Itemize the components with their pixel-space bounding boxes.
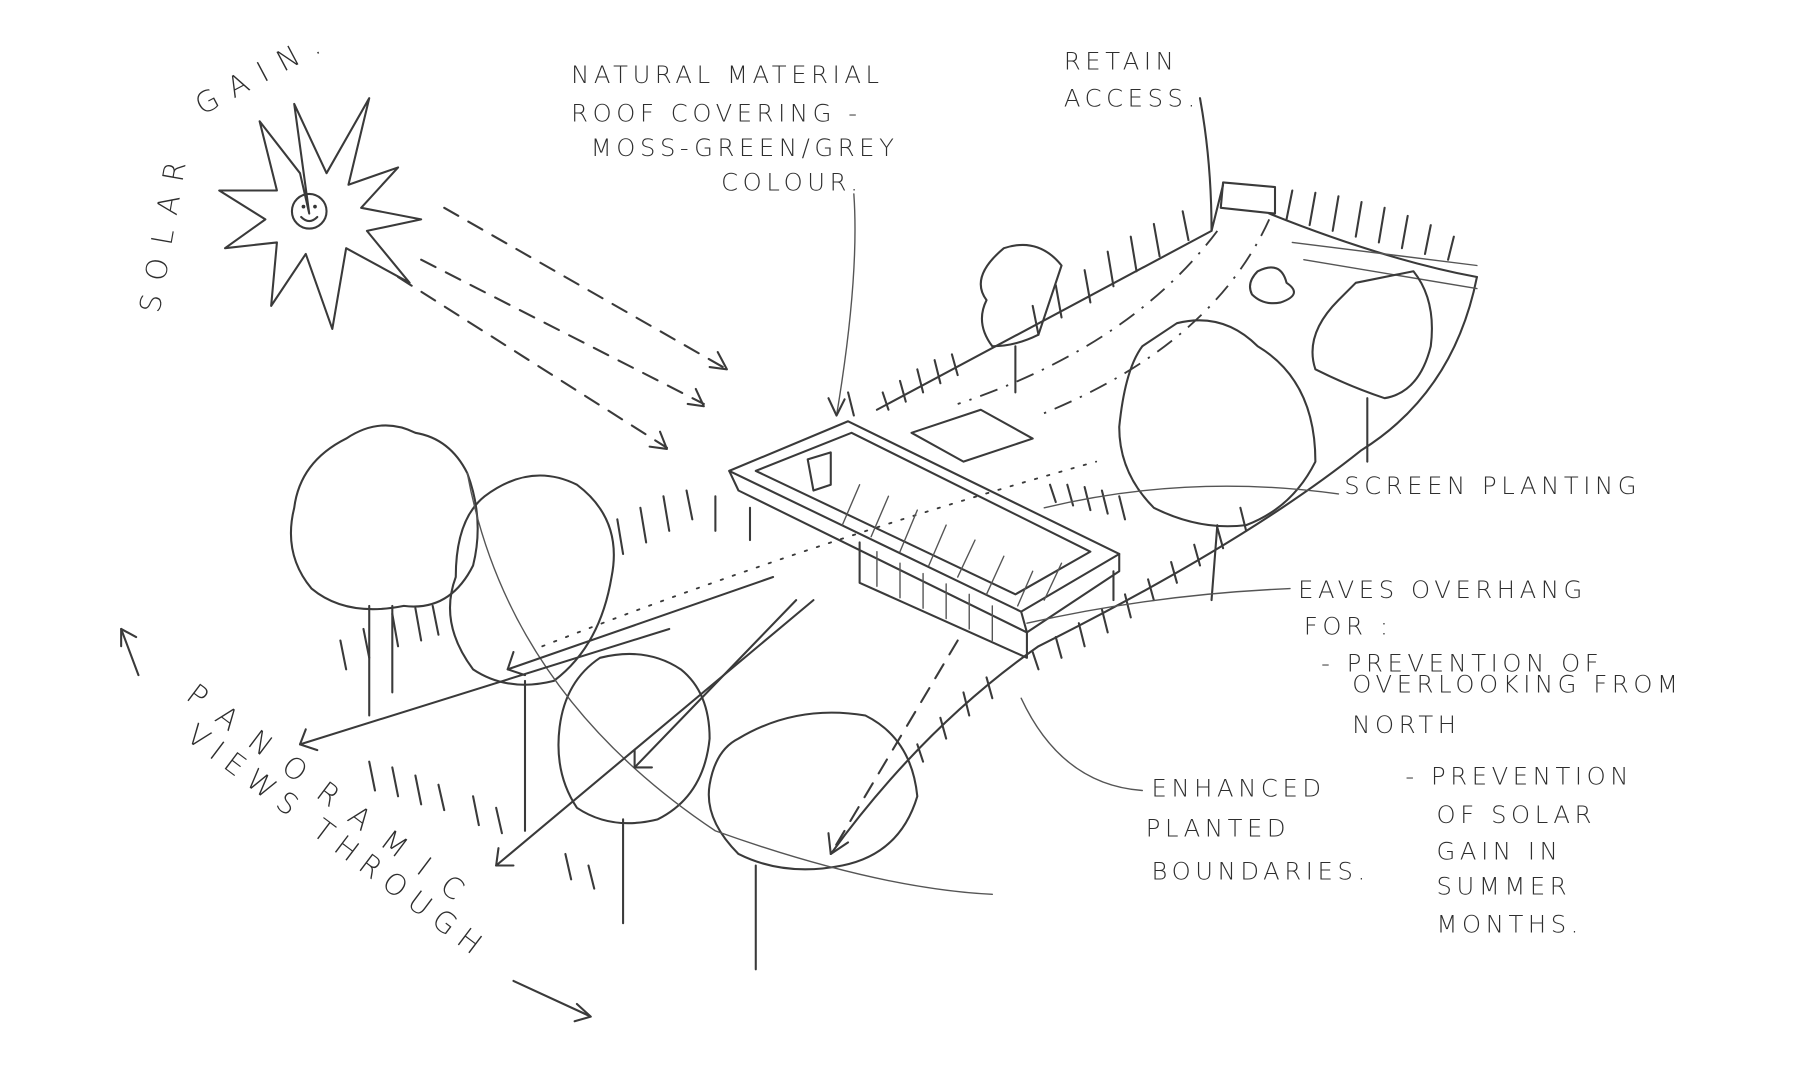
label-solar-prevention-5: MONTHS. bbox=[1437, 910, 1583, 938]
solar-ray-arrows bbox=[397, 206, 728, 450]
label-views-through: VIEWS THROUGH bbox=[180, 717, 496, 967]
label-eaves-4: OVERLOOKING FROM bbox=[1352, 670, 1682, 698]
label-roof-4: COLOUR. bbox=[721, 169, 862, 197]
label-roof-1: NATURAL MATERIAL bbox=[571, 61, 883, 89]
label-gain: GAIN. bbox=[189, 21, 338, 122]
leader-lines bbox=[827, 193, 1340, 792]
label-solar: SOLAR bbox=[133, 145, 195, 315]
label-solar-prevention-1: - PREVENTION bbox=[1405, 763, 1633, 791]
label-boundaries-3: BOUNDARIES. bbox=[1152, 857, 1370, 885]
label-screen-planting: SCREEN PLANTING bbox=[1344, 472, 1641, 500]
label-access-2: ACCESS. bbox=[1064, 84, 1200, 112]
label-eaves-5: NORTH bbox=[1352, 711, 1460, 739]
label-boundaries-2: PLANTED bbox=[1146, 815, 1290, 843]
label-access-1: RETAIN bbox=[1064, 47, 1179, 75]
label-roof-2: ROOF COVERING - bbox=[571, 99, 862, 127]
label-boundaries-1: ENHANCED bbox=[1152, 774, 1326, 802]
boundary-hatching bbox=[339, 189, 1455, 890]
view-arrows bbox=[120, 576, 959, 1023]
trees bbox=[289, 243, 1433, 971]
label-roof-3: MOSS-GREEN/GREY bbox=[591, 134, 899, 162]
label-solar-prevention-3: GAIN IN bbox=[1437, 838, 1563, 866]
label-eaves-2: FOR : bbox=[1304, 613, 1393, 641]
building-roof bbox=[714, 391, 1121, 659]
label-eaves-1: EAVES OVERHANG bbox=[1298, 576, 1587, 604]
label-eaves-3: - PREVENTION OF bbox=[1321, 650, 1603, 678]
label-solar-prevention-4: SUMMER bbox=[1437, 872, 1572, 900]
sun-icon bbox=[218, 97, 423, 330]
label-solar-prevention-2: OF SOLAR bbox=[1437, 801, 1597, 829]
